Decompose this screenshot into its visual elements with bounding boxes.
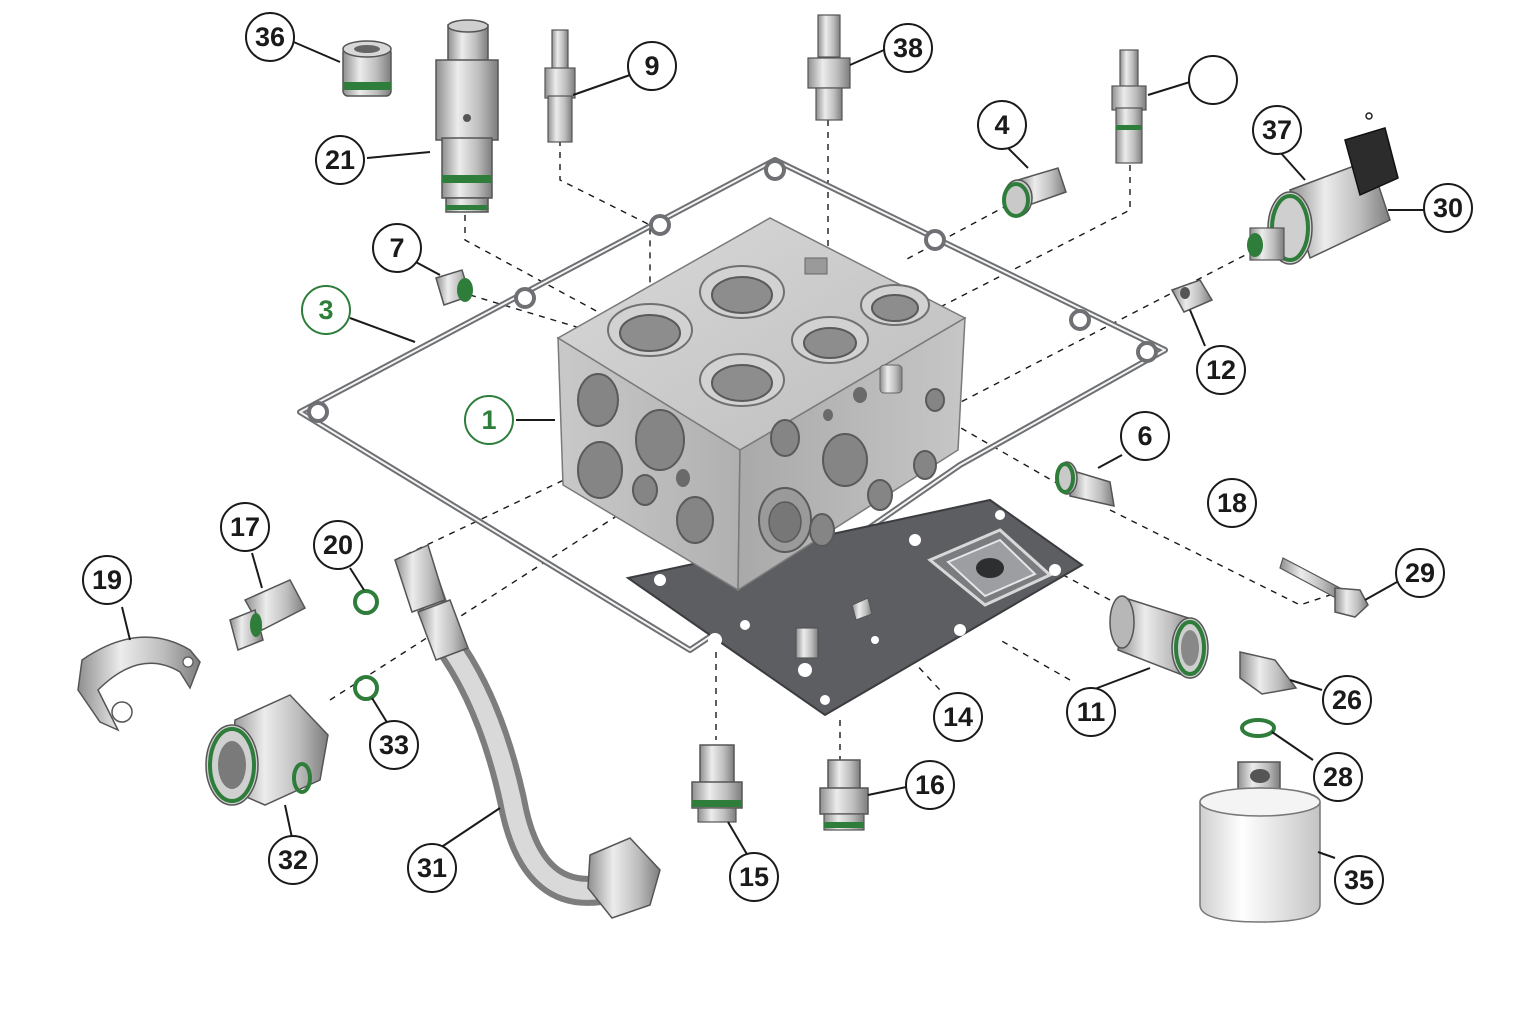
callouts: 36 21 9 38 4 37 30 7 3 1 12 6 18 29 11 2… <box>82 12 1473 905</box>
plug-part-16 <box>819 759 869 831</box>
svg-text:11: 11 <box>1077 697 1106 727</box>
o-ring-part-28 <box>1240 718 1276 738</box>
callout-11: 11 <box>1066 687 1116 737</box>
bushing-part-34 <box>342 40 392 97</box>
svg-text:21: 21 <box>325 145 355 175</box>
svg-text:32: 32 <box>278 845 308 875</box>
fitting-part-26 <box>1239 651 1298 695</box>
filter-part-35 <box>1199 761 1321 923</box>
plug-part-7 <box>435 269 473 306</box>
callout-19: 19 <box>82 555 132 605</box>
callout-16: 16 <box>905 760 955 810</box>
stud-part-38 <box>1111 49 1147 164</box>
nut-part-12 <box>1170 279 1214 313</box>
callout-37: 38 <box>883 23 933 73</box>
svg-text:29: 29 <box>1405 558 1435 588</box>
callout-7: 7 <box>372 223 422 273</box>
svg-text:20: 20 <box>323 530 353 560</box>
svg-text:7: 7 <box>389 233 404 263</box>
svg-text:35: 35 <box>1344 865 1374 895</box>
plug-fitting-part-6 <box>1055 461 1115 507</box>
o-ring-part-21 <box>353 589 379 615</box>
callout-9: 9 <box>627 41 677 91</box>
svg-text:30: 30 <box>1433 193 1463 223</box>
callout-4: 4 <box>977 100 1027 150</box>
stud-part-37 <box>807 14 851 121</box>
callout-38 <box>1188 55 1238 105</box>
svg-text:33: 33 <box>379 730 409 760</box>
svg-text:31: 31 <box>417 853 447 883</box>
fitting-part-18 <box>229 579 307 652</box>
solenoid-part-30 <box>1247 112 1399 265</box>
callout-17: 18 <box>1207 478 1257 528</box>
callout-21: 20 <box>313 520 363 570</box>
svg-text:3: 3 <box>318 295 333 325</box>
svg-text:37: 37 <box>1262 115 1292 145</box>
svg-text:15: 15 <box>739 862 769 892</box>
svg-text:6: 6 <box>1137 421 1152 451</box>
bushing-part-14 <box>795 597 873 659</box>
fitting-part-32 <box>205 694 329 806</box>
callout-14: 14 <box>933 692 983 742</box>
callout-26: 26 <box>1322 675 1372 725</box>
tube-part-31 <box>394 543 661 919</box>
clamp-part-19 <box>77 636 201 732</box>
callout-31: 31 <box>407 843 457 893</box>
svg-text:18: 18 <box>1217 488 1247 518</box>
callout-35: 35 <box>1334 855 1384 905</box>
svg-text:1: 1 <box>481 405 496 435</box>
callout-32: 32 <box>268 835 318 885</box>
svg-text:16: 16 <box>915 770 945 800</box>
svg-text:26: 26 <box>1332 685 1362 715</box>
callout-33: 33 <box>369 720 419 770</box>
svg-text:36: 36 <box>255 22 285 52</box>
plug-part-15 <box>691 744 743 823</box>
svg-text:9: 9 <box>644 51 659 81</box>
svg-text:14: 14 <box>943 702 973 732</box>
bolt-part-29 <box>1279 557 1369 618</box>
svg-text:19: 19 <box>92 565 122 595</box>
callout-18: 17 <box>220 502 270 552</box>
callout-1: 1 <box>464 395 514 445</box>
callout-28: 28 <box>1313 752 1363 802</box>
callout-20: 21 <box>315 135 365 185</box>
svg-text:17: 17 <box>230 512 260 542</box>
svg-text:28: 28 <box>1323 762 1353 792</box>
callout-6: 6 <box>1120 411 1170 461</box>
cartridge-valve-part-20 <box>435 19 499 213</box>
callout-3: 3 <box>301 285 351 335</box>
callout-12: 12 <box>1196 345 1246 395</box>
callout-15: 15 <box>729 852 779 902</box>
svg-text:38: 38 <box>893 33 923 63</box>
svg-text:4: 4 <box>994 110 1009 140</box>
callout-34: 36 <box>245 12 295 62</box>
svg-text:12: 12 <box>1206 355 1236 385</box>
stud-part-9 <box>544 29 576 143</box>
plug-fitting-part-4 <box>1002 167 1067 218</box>
gasket-part <box>297 157 1168 653</box>
callout-36: 37 <box>1252 105 1302 155</box>
callout-30: 30 <box>1423 183 1473 233</box>
manifold-block-part <box>556 217 967 592</box>
o-ring-part-33 <box>353 675 379 701</box>
sleeve-part-11 <box>1109 595 1209 680</box>
callout-29: 29 <box>1395 548 1445 598</box>
